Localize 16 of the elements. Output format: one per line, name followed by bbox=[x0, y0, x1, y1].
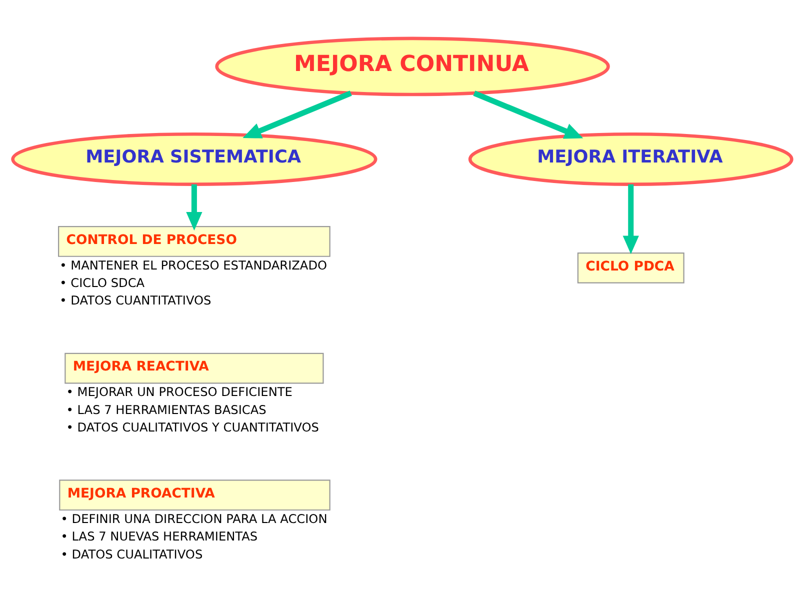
arrow bbox=[622, 184, 639, 254]
arrow bbox=[186, 184, 202, 230]
node-ellipse: MEJORA ITERATIVA bbox=[468, 132, 794, 186]
node-label: • LAS 7 HERRAMIENTAS BASICAS bbox=[66, 402, 266, 416]
node-ellipse: MEJORA SISTEMATICA bbox=[11, 132, 378, 186]
node-label: • CICLO SDCA bbox=[60, 276, 145, 290]
node-ellipse: MEJORA CONTINUA bbox=[215, 36, 610, 96]
node-label: • MEJORAR UN PROCESO DEFICIENTE bbox=[66, 384, 292, 399]
node-label: • DEFINIR UNA DIRECCION PARA LA ACCION bbox=[60, 512, 328, 526]
node-label: • MANTENER EL PROCESO ESTANDARIZADO bbox=[60, 258, 328, 272]
node-label: • DATOS CUANTITATIVOS bbox=[60, 293, 212, 308]
node-label: • LAS 7 NUEVAS HERRAMIENTAS bbox=[60, 529, 258, 544]
node-label: • DATOS CUALITATIVOS bbox=[60, 546, 203, 561]
arrow bbox=[242, 90, 352, 138]
arrow bbox=[473, 90, 584, 138]
node-label: • DATOS CUALITATIVOS Y CUANTITATIVOS bbox=[66, 420, 319, 434]
